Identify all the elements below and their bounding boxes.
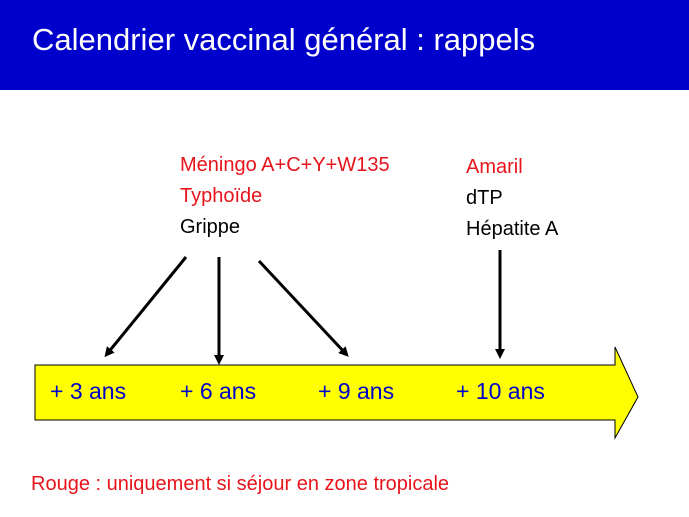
timeline-label-10-ans: + 10 ans [456, 378, 545, 404]
vaccine-group-left: Méningo A+C+Y+W135 Typhoïde Grippe [180, 150, 390, 243]
vaccine-amaril: Amaril [466, 156, 523, 178]
timeline-label-3-ans: + 3 ans [50, 378, 127, 404]
vaccine-group-right: Amaril dTP Hépatite A [466, 152, 558, 245]
timeline-arrow [34, 346, 639, 440]
arrow-to-9-ans [257, 259, 349, 357]
vaccine-meningo: Méningo A+C+Y+W135 [180, 154, 390, 176]
timeline-label-6-ans: + 6 ans [180, 378, 257, 404]
slide-title: Calendrier vaccinal général : rappels [32, 22, 536, 57]
title-bar: Calendrier vaccinal général : rappels [0, 0, 689, 90]
vaccine-dtp: dTP [466, 187, 503, 209]
arrow-to-3-ans [104, 256, 188, 358]
vaccine-grippe: Grippe [180, 216, 241, 238]
timeline-label-9-ans: + 9 ans [318, 378, 395, 404]
vaccine-typhoide: Typhoïde [180, 185, 263, 207]
vaccine-hepatite-a: Hépatite A [466, 218, 559, 240]
legend-note: Rouge : uniquement si séjour en zone tro… [31, 473, 450, 495]
